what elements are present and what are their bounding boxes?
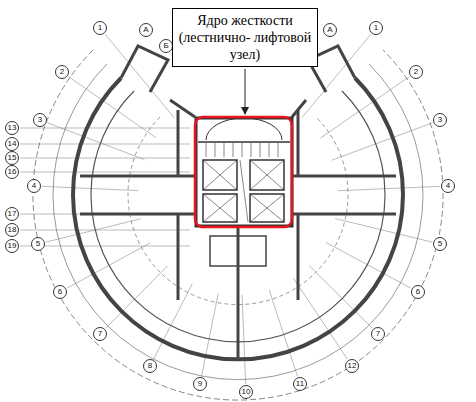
axis-marker: 7	[371, 327, 385, 341]
grid-line	[20, 128, 190, 129]
stair-step	[260, 143, 261, 157]
grid-line	[20, 172, 190, 173]
axis-marker: 19	[5, 239, 19, 253]
stair-step	[215, 143, 216, 157]
grid-line	[20, 158, 190, 159]
axis-marker: 10	[239, 385, 253, 399]
axis-marker: 6	[411, 285, 425, 299]
axis-marker: Б	[159, 39, 173, 53]
stair-step	[224, 143, 225, 157]
axis-marker: 11	[293, 377, 307, 391]
stair-step	[278, 143, 279, 157]
axis-marker: 15	[5, 151, 19, 165]
grid-line	[20, 246, 190, 247]
axis-marker: 4	[27, 179, 41, 193]
axis-marker: 16	[5, 165, 19, 179]
axis-marker: 12	[345, 359, 359, 373]
axis-marker: 18	[5, 223, 19, 237]
grid-line	[105, 34, 174, 118]
stair-step	[233, 143, 234, 157]
grid-line	[309, 265, 372, 328]
grid-line	[242, 295, 246, 384]
axis-marker: 6	[53, 285, 67, 299]
leader-arrow	[245, 69, 246, 114]
grid-line	[202, 293, 219, 376]
callout-box: Ядро жесткости (лестнично- лифтовой узел…	[172, 8, 318, 67]
axis-marker: 3	[33, 113, 47, 127]
stair-lift-core	[196, 118, 292, 226]
axis-marker: 14	[5, 137, 19, 151]
stair-step	[242, 143, 243, 157]
grid-line	[332, 123, 433, 160]
stair-step	[206, 143, 207, 157]
grid-line	[20, 144, 190, 145]
axis-marker: 4	[441, 179, 455, 193]
axis-marker: А	[323, 23, 337, 37]
stair-step	[269, 143, 270, 157]
plan-outline	[33, 50, 443, 400]
axis-marker: 13	[5, 121, 19, 135]
grid-line	[338, 186, 440, 190]
axis-marker: 1	[93, 21, 107, 35]
stair-step	[251, 143, 252, 157]
partition-walls	[80, 46, 396, 358]
axis-marker: 5	[31, 237, 45, 251]
axis-marker: 9	[193, 377, 207, 391]
grid-line	[326, 242, 411, 288]
axis-marker: 3	[433, 113, 447, 127]
axis-marker: 2	[55, 65, 69, 79]
grid-line	[47, 123, 144, 160]
axis-grid	[20, 34, 440, 384]
grid-line	[20, 230, 190, 231]
axis-marker: 7	[93, 327, 107, 341]
grid-line	[269, 290, 297, 376]
axis-marker: 8	[143, 359, 157, 373]
axis-marker: 17	[5, 207, 19, 221]
callout-text: Ядро жесткости (лестнично- лифтовой узел…	[177, 12, 313, 63]
axis-marker: 1	[369, 21, 383, 35]
axis-marker: 5	[433, 237, 447, 251]
axis-marker: А	[139, 23, 153, 37]
core-highlight	[195, 117, 292, 227]
grid-line	[42, 186, 138, 190]
axis-marker: 2	[409, 65, 423, 79]
